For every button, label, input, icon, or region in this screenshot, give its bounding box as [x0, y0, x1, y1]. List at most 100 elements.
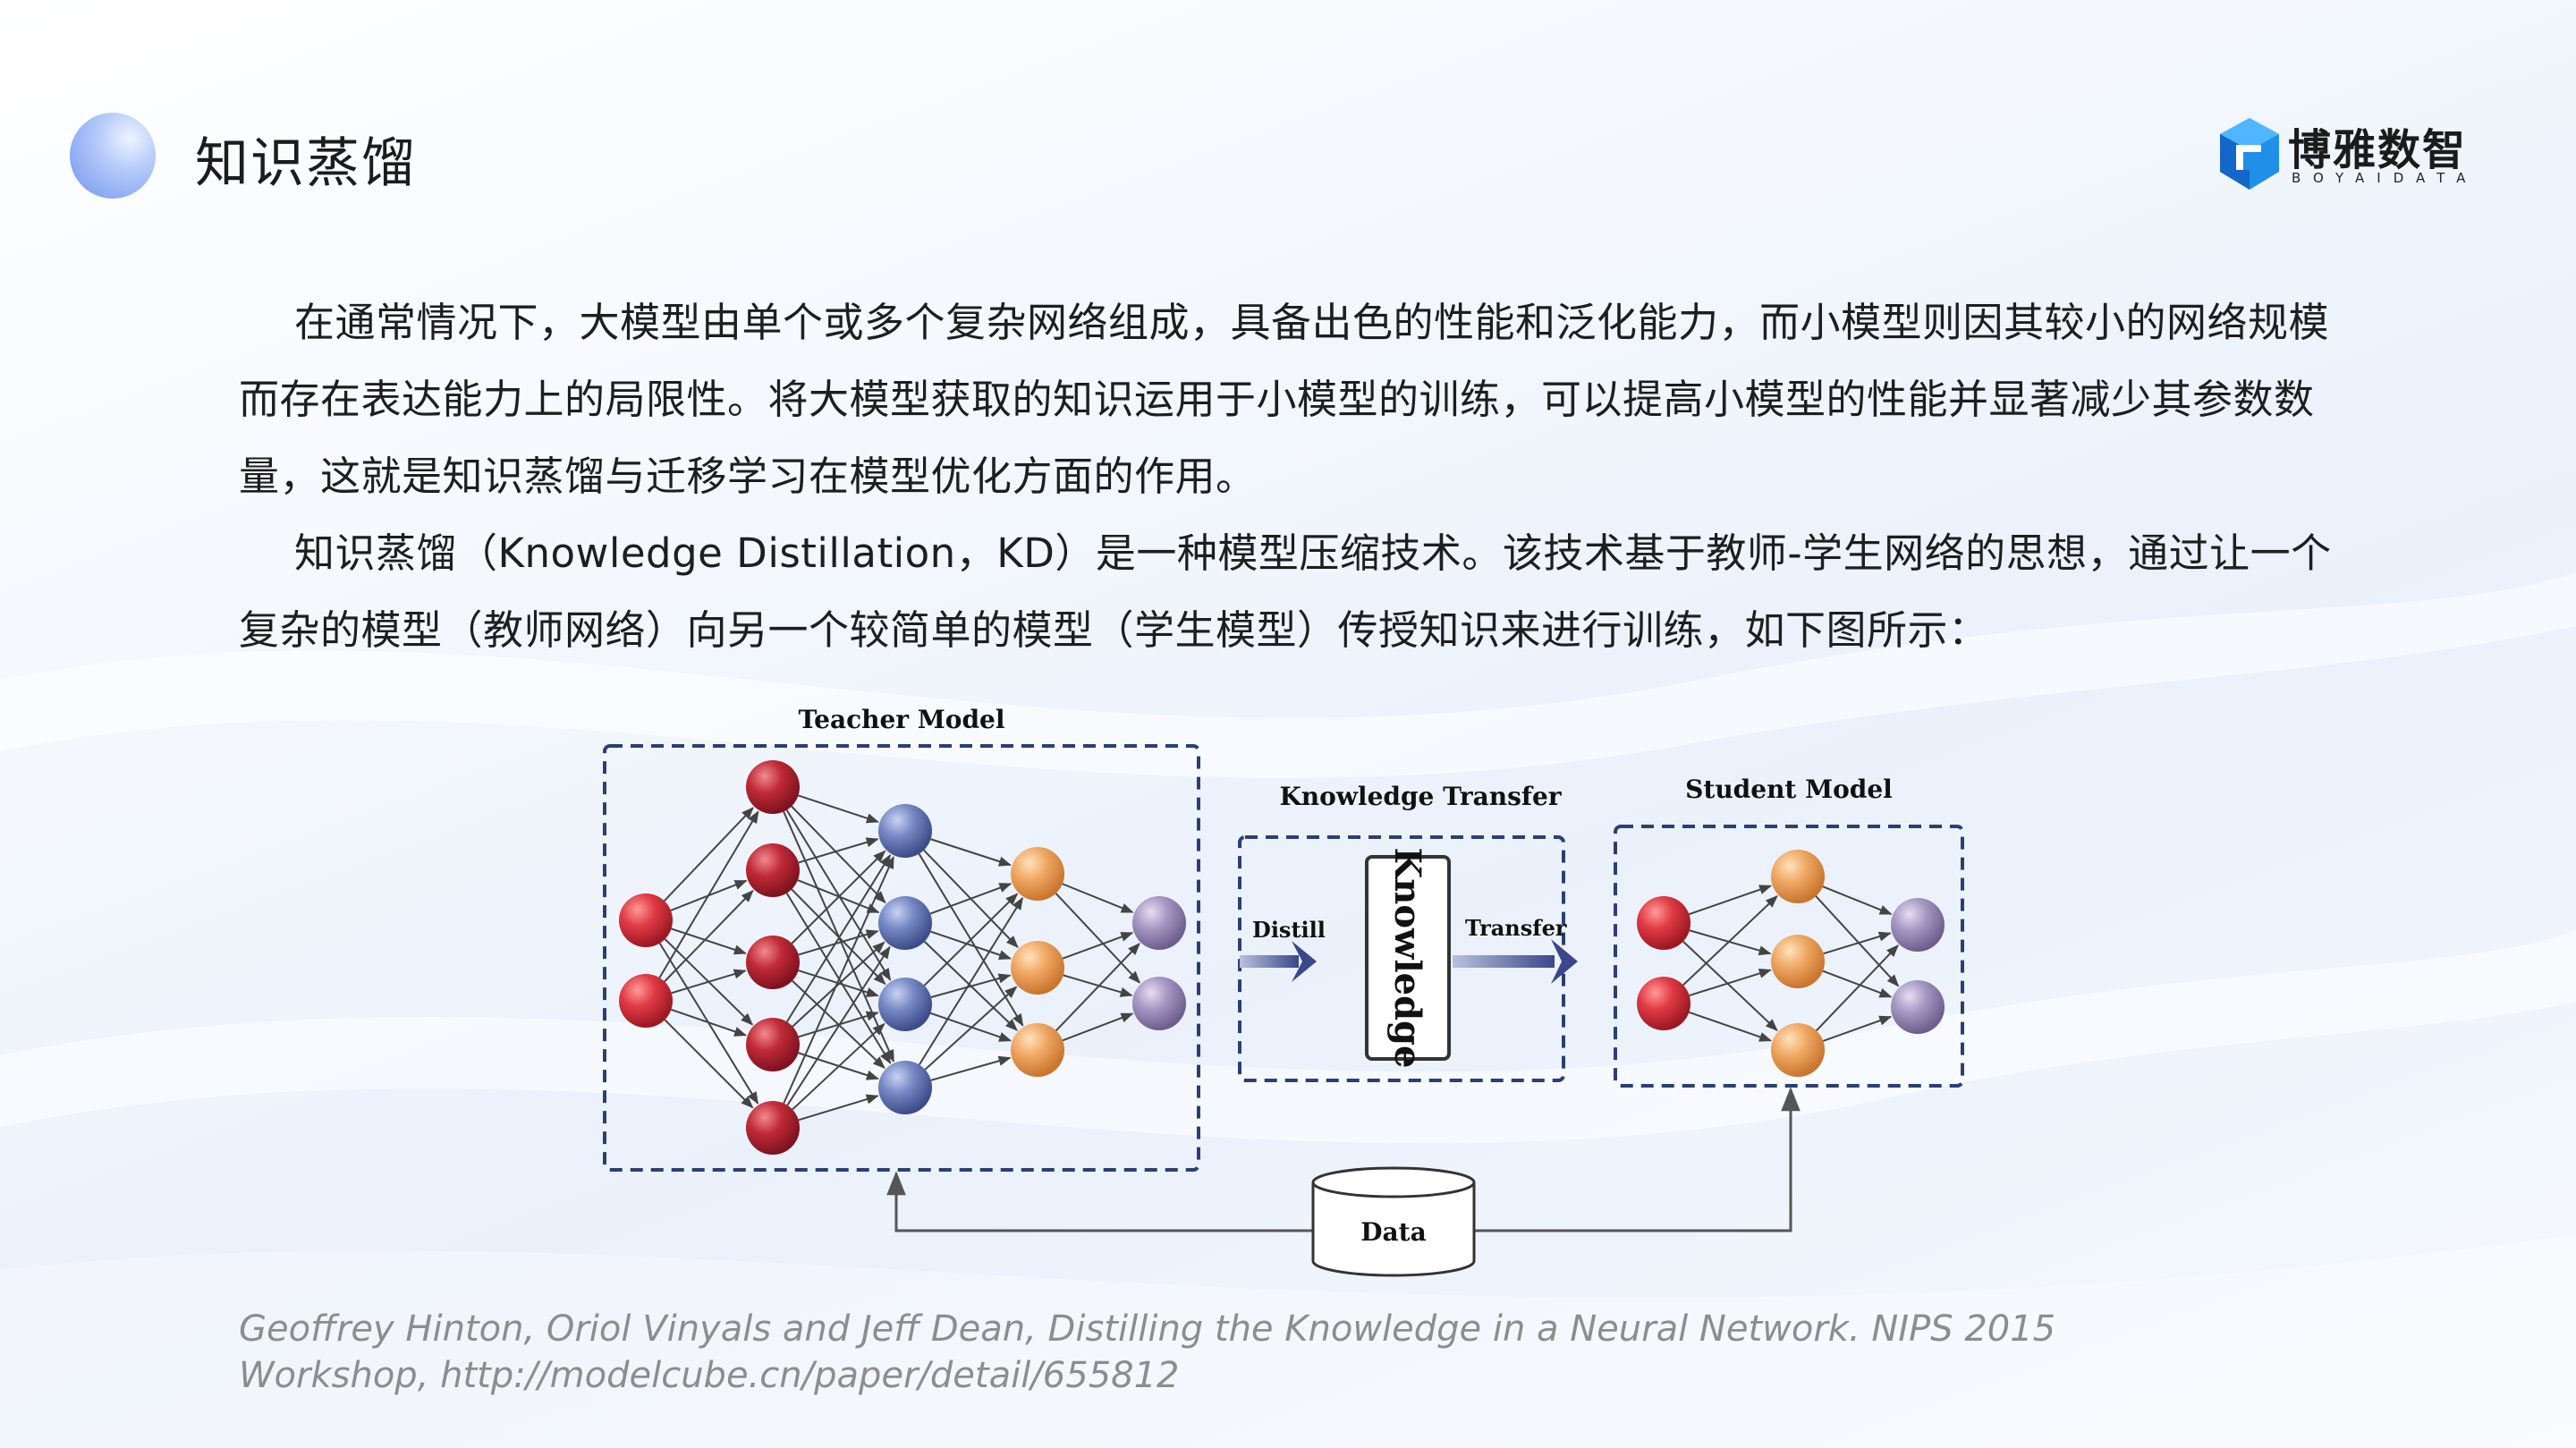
teacher-neuron: [1011, 941, 1064, 995]
teacher-edge: [1062, 1012, 1134, 1042]
student-network: [1637, 850, 1945, 1077]
student-edge: [1816, 944, 1899, 1032]
student-neuron: [1891, 898, 1945, 952]
paragraph-intro: 在通常情况下，大模型由单个或多个复杂网络组成，具备出色的性能和泛化能力，而小模型…: [239, 299, 2330, 500]
student-edge: [1823, 931, 1892, 955]
student-neuron: [1891, 980, 1945, 1034]
teacher-edge: [798, 794, 879, 824]
student-model-label: Student Model: [1685, 775, 1893, 804]
teacher-edge: [786, 945, 891, 1106]
teacher-edge: [792, 1022, 886, 1111]
teacher-edge: [664, 1019, 754, 1109]
teacher-edge: [791, 805, 886, 904]
teacher-neuron: [1011, 847, 1064, 901]
teacher-edge: [798, 1094, 879, 1122]
teacher-neuron: [746, 1018, 800, 1071]
citation: Geoffrey Hinton, Oriol Vinyals and Jeff …: [239, 1306, 2296, 1399]
distill-arrow: [1240, 941, 1317, 982]
teacher-neuron: [619, 974, 673, 1028]
citation-line-2: Workshop, http://modelcube.cn/paper/deta…: [239, 1355, 1180, 1396]
data-to-teacher-line: [886, 1171, 1313, 1232]
citation-line-1: Geoffrey Hinton, Oriol Vinyals and Jeff …: [239, 1308, 2056, 1350]
student-neuron: [1637, 896, 1690, 950]
teacher-edge: [1055, 893, 1141, 984]
student-neuron: [1771, 1023, 1825, 1077]
title-bullet-icon: [70, 113, 156, 199]
teacher-edge: [791, 850, 886, 944]
teacher-edge: [798, 837, 879, 864]
logo-name-en: BOYAIDATA: [2292, 170, 2479, 186]
teacher-edge: [1055, 943, 1140, 1032]
teacher-neuron: [878, 1061, 932, 1114]
student-edge: [1822, 970, 1893, 998]
boya-logo-icon: [2220, 118, 2279, 190]
teacher-edge: [664, 889, 754, 983]
teacher-neuron: [1132, 896, 1186, 950]
teacher-edge: [658, 810, 759, 978]
teacher-model-label: Teacher Model: [799, 705, 1005, 734]
teacher-edge: [785, 854, 892, 1023]
data-to-student-line: [1474, 1087, 1801, 1232]
logo-name-cn: 博雅数智: [2288, 125, 2468, 175]
student-edge: [1682, 940, 1778, 1031]
student-neuron: [1771, 935, 1825, 988]
teacher-edge: [783, 855, 894, 1105]
teacher-network: [619, 760, 1186, 1155]
teacher-neuron: [746, 760, 800, 814]
teacher-edge: [798, 1011, 879, 1038]
paragraph-kd-definition: 知识蒸馏（Knowledge Distillation，KD）是一种模型压缩技术…: [239, 529, 2332, 654]
transfer-label: Transfer: [1465, 915, 1567, 941]
teacher-edge: [1062, 932, 1134, 960]
student-model-box: [1614, 825, 1964, 1088]
teacher-edge: [785, 893, 892, 1064]
teacher-edge: [930, 973, 1012, 998]
teacher-edge: [1063, 974, 1133, 997]
student-edge: [1822, 885, 1893, 915]
teacher-edge: [671, 927, 747, 955]
teacher-neuron: [878, 804, 932, 858]
knowledge-transfer-label: Knowledge Transfer: [1279, 782, 1562, 811]
data-cylinder-icon: [1311, 1166, 1476, 1277]
knowledge-box: [1365, 855, 1451, 1061]
teacher-edge: [671, 1008, 748, 1037]
distill-label: Distill: [1252, 917, 1326, 943]
student-edge: [1689, 885, 1773, 916]
student-edge: [1689, 1011, 1773, 1042]
student-edge: [1682, 895, 1778, 987]
student-neuron: [1771, 850, 1825, 903]
teacher-edge: [792, 941, 886, 1028]
teacher-neuron: [746, 1101, 800, 1155]
teacher-neuron: [1132, 977, 1186, 1030]
teacher-neuron: [746, 843, 800, 897]
teacher-edge: [671, 969, 747, 995]
data-label: Data: [1360, 1217, 1427, 1247]
teacher-edge: [930, 930, 1013, 961]
teacher-neuron: [746, 936, 800, 989]
teacher-model-box: [603, 744, 1200, 1172]
teacher-edge: [929, 883, 1013, 915]
student-edge: [1822, 1015, 1893, 1042]
knowledge-distillation-diagram: Teacher Model Knowledge Transfer Student…: [603, 705, 1964, 1277]
transfer-arrow: [1453, 939, 1578, 984]
student-edge: [1689, 968, 1772, 996]
teacher-edge: [924, 986, 1018, 1071]
student-neuron: [1637, 977, 1690, 1030]
teacher-neuron: [1011, 1023, 1064, 1077]
teacher-edge: [930, 1012, 1013, 1042]
teacher-edge: [663, 807, 754, 902]
teacher-edge: [918, 897, 1024, 1066]
teacher-edge: [1062, 883, 1134, 913]
teacher-edge: [930, 838, 1012, 867]
teacher-neuron: [878, 896, 932, 950]
teacher-edge: [923, 893, 1019, 987]
company-logo: 博雅数智 BOYAIDATA: [2216, 114, 2504, 195]
teacher-edge: [791, 888, 886, 986]
body-text: 在通常情况下，大模型由单个或多个复杂网络组成，具备出色的性能和泛化能力，而小模型…: [239, 284, 2332, 669]
teacher-neuron: [619, 893, 673, 947]
knowledge-label: Knowledge: [1386, 848, 1428, 1069]
teacher-edge: [798, 929, 879, 956]
student-edge: [1815, 895, 1900, 987]
teacher-neuron: [878, 978, 932, 1031]
teacher-edge: [930, 1055, 1012, 1081]
